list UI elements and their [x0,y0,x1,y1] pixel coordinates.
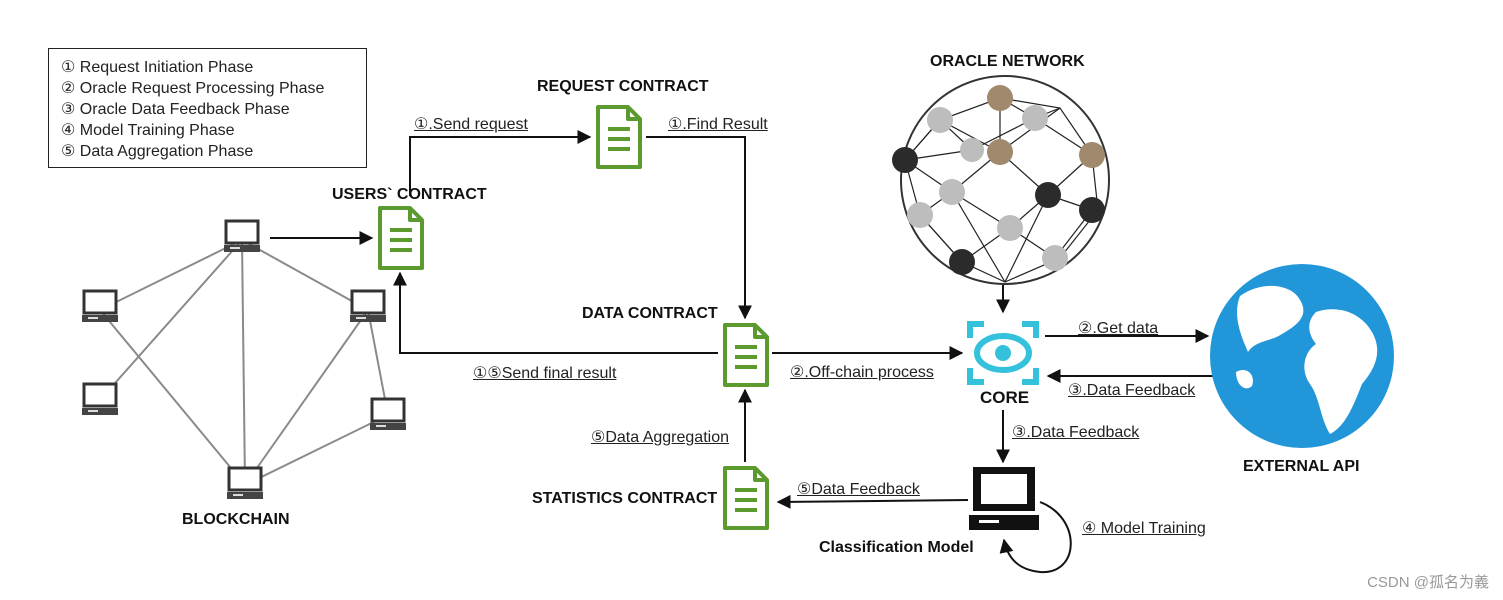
request-contract-title: REQUEST CONTRACT [537,78,709,95]
arrow-data-feedback-stats [776,494,969,509]
arrow-send-final-result [393,271,718,354]
oracle-network-title: ORACLE NETWORK [930,53,1085,70]
statistics-contract-title: STATISTICS CONTRACT [532,490,718,507]
data-contract-icon [723,323,769,387]
legend-item: ② Oracle Request Processing Phase [61,80,325,97]
edge-label-off-chain-process: ②.Off-chain process [790,364,934,381]
blockchain-computer-icon [80,382,120,417]
oracle-network-sphere [892,75,1110,285]
edge-label-send-final-result: ①⑤Send final result [473,365,617,382]
classification-model-computer-icon [969,467,1039,530]
legend-item: ⑤ Data Aggregation Phase [61,143,254,160]
external-api-title: EXTERNAL API [1243,458,1360,475]
arrow-find-result [646,136,752,320]
edge-label-data-feedback-core: ③.Data Feedback [1012,424,1140,441]
edge-label-data-feedback-stats: ⑤Data Feedback [797,481,920,498]
globe-icon [1210,264,1394,448]
blockchain-computer-icon [348,289,388,324]
request-contract-icon [596,105,642,169]
edge-label-send-request: ①.Send request [414,116,528,133]
blockchain-title: BLOCKCHAIN [182,511,290,528]
blockchain-network [99,239,389,486]
blockchain-computer-icon [368,397,408,432]
users-contract-title: USERS` CONTRACT [332,186,487,203]
core-icon [967,321,1039,385]
blockchain-computer-icon [222,219,262,254]
core-title: CORE [980,388,1030,407]
legend-item: ③ Oracle Data Feedback Phase [61,101,290,118]
edge-label-model-training: ④ Model Training [1082,520,1206,537]
edge-label-data-aggregation: ⑤Data Aggregation [591,429,729,446]
edge-label-get-data: ②.Get data [1078,320,1159,337]
statistics-contract-icon [723,466,769,530]
data-contract-title: DATA CONTRACT [582,305,718,322]
phase-legend: ① Request Initiation Phase ② Oracle Requ… [48,48,367,168]
arrow-send-request [409,130,592,196]
edge-label-data-feedback-api: ③.Data Feedback [1068,382,1196,399]
edge-label-find-result: ①.Find Result [668,116,768,133]
classification-model-title: Classification Model [819,539,974,556]
users-contract-icon [378,206,424,270]
blockchain-computer-icon [225,466,265,501]
arrow-model-training-loop [999,501,1072,574]
blockchain-computer-icon [80,289,120,324]
watermark: CSDN @孤名为義 [1367,574,1489,591]
legend-item: ① Request Initiation Phase [61,59,254,76]
legend-item: ④ Model Training Phase [61,122,235,139]
